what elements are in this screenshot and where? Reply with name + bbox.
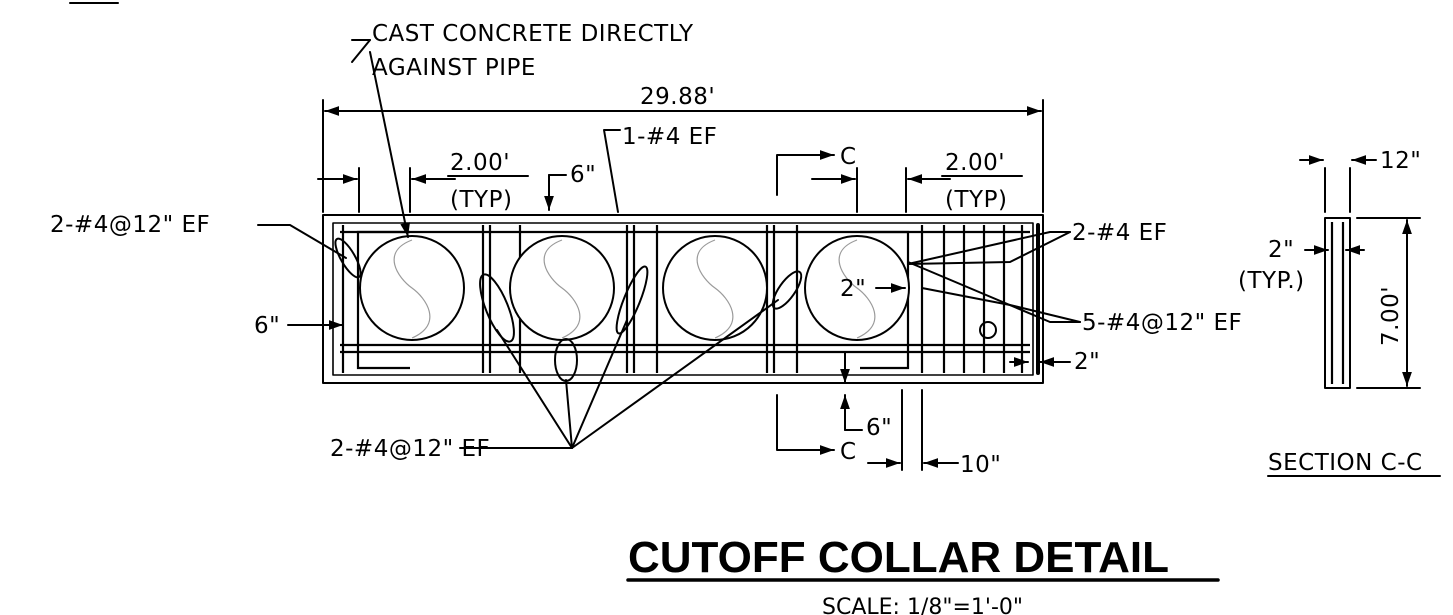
dim-cover-top: 6"	[570, 162, 596, 188]
section-title: SECTION C-C	[1268, 450, 1423, 476]
section-cover: 2"	[1268, 237, 1294, 263]
dim-cover-right: 2"	[1074, 349, 1100, 375]
top-bar-leader	[603, 129, 621, 213]
note-cast-line2: AGAINST PIPE	[372, 55, 536, 81]
title-block: CUTOFF COLLAR DETAIL SCALE: 1/8"=1'-0"	[626, 533, 1220, 615]
rebar-left-hoop	[356, 230, 410, 370]
collar-outline	[322, 214, 1044, 384]
section-cover-typ: (TYP.)	[1238, 268, 1305, 294]
dim-10in: 10"	[960, 452, 1001, 478]
bar-bundle-ellipses	[334, 237, 997, 382]
note-bottom-bars: 2-#4@12" EF	[330, 436, 490, 462]
section-mark-bottom: C	[840, 439, 857, 465]
section-cut-marks	[776, 150, 835, 455]
dim-overall-length: 29.88'	[640, 84, 715, 110]
section-mark-top: C	[840, 144, 857, 170]
note-left-bars: 2-#4@12" EF	[50, 212, 210, 238]
leader-lines	[257, 39, 1081, 449]
cover-dimensions	[287, 174, 1071, 431]
spacing-dimension-right	[811, 167, 1023, 213]
section-height: 7.00'	[1378, 286, 1404, 346]
dim-typ-left: (TYP)	[450, 187, 512, 213]
dim-spacing-right: 2.00'	[945, 150, 1005, 176]
section-width: 12"	[1380, 148, 1421, 174]
note-right-bars: 2-#4 EF	[1072, 220, 1167, 246]
drawing-scale: SCALE: 1/8"=1'-0"	[822, 595, 1023, 615]
dim-cover-left: 6"	[254, 313, 280, 339]
dim-cover-bottom: 6"	[866, 415, 892, 441]
section-c-c: 12" 2" (TYP.) 7.00' SECTION C-C	[1238, 148, 1441, 477]
drawing-title: CUTOFF COLLAR DETAIL	[628, 533, 1169, 582]
dim-clear-pipe: 2"	[840, 276, 866, 302]
section-outline	[1324, 217, 1351, 389]
dim-spacing-left: 2.00'	[450, 150, 510, 176]
dimension-10in	[867, 389, 959, 471]
note-cast-line1: CAST CONCRETE DIRECTLY	[372, 21, 694, 47]
note-right-stirrups: 5-#4@12" EF	[1082, 310, 1242, 336]
dim-typ-right: (TYP)	[945, 187, 1007, 213]
note-top-bar: 1-#4 EF	[622, 124, 717, 150]
spacing-dimension-left	[317, 167, 529, 213]
collar-elevation: CAST CONCRETE DIRECTLY AGAINST PIPE 29.8…	[50, 21, 1242, 478]
collar-inner-outline	[332, 222, 1034, 376]
overall-dimension	[322, 99, 1044, 213]
pipes	[359, 235, 910, 341]
